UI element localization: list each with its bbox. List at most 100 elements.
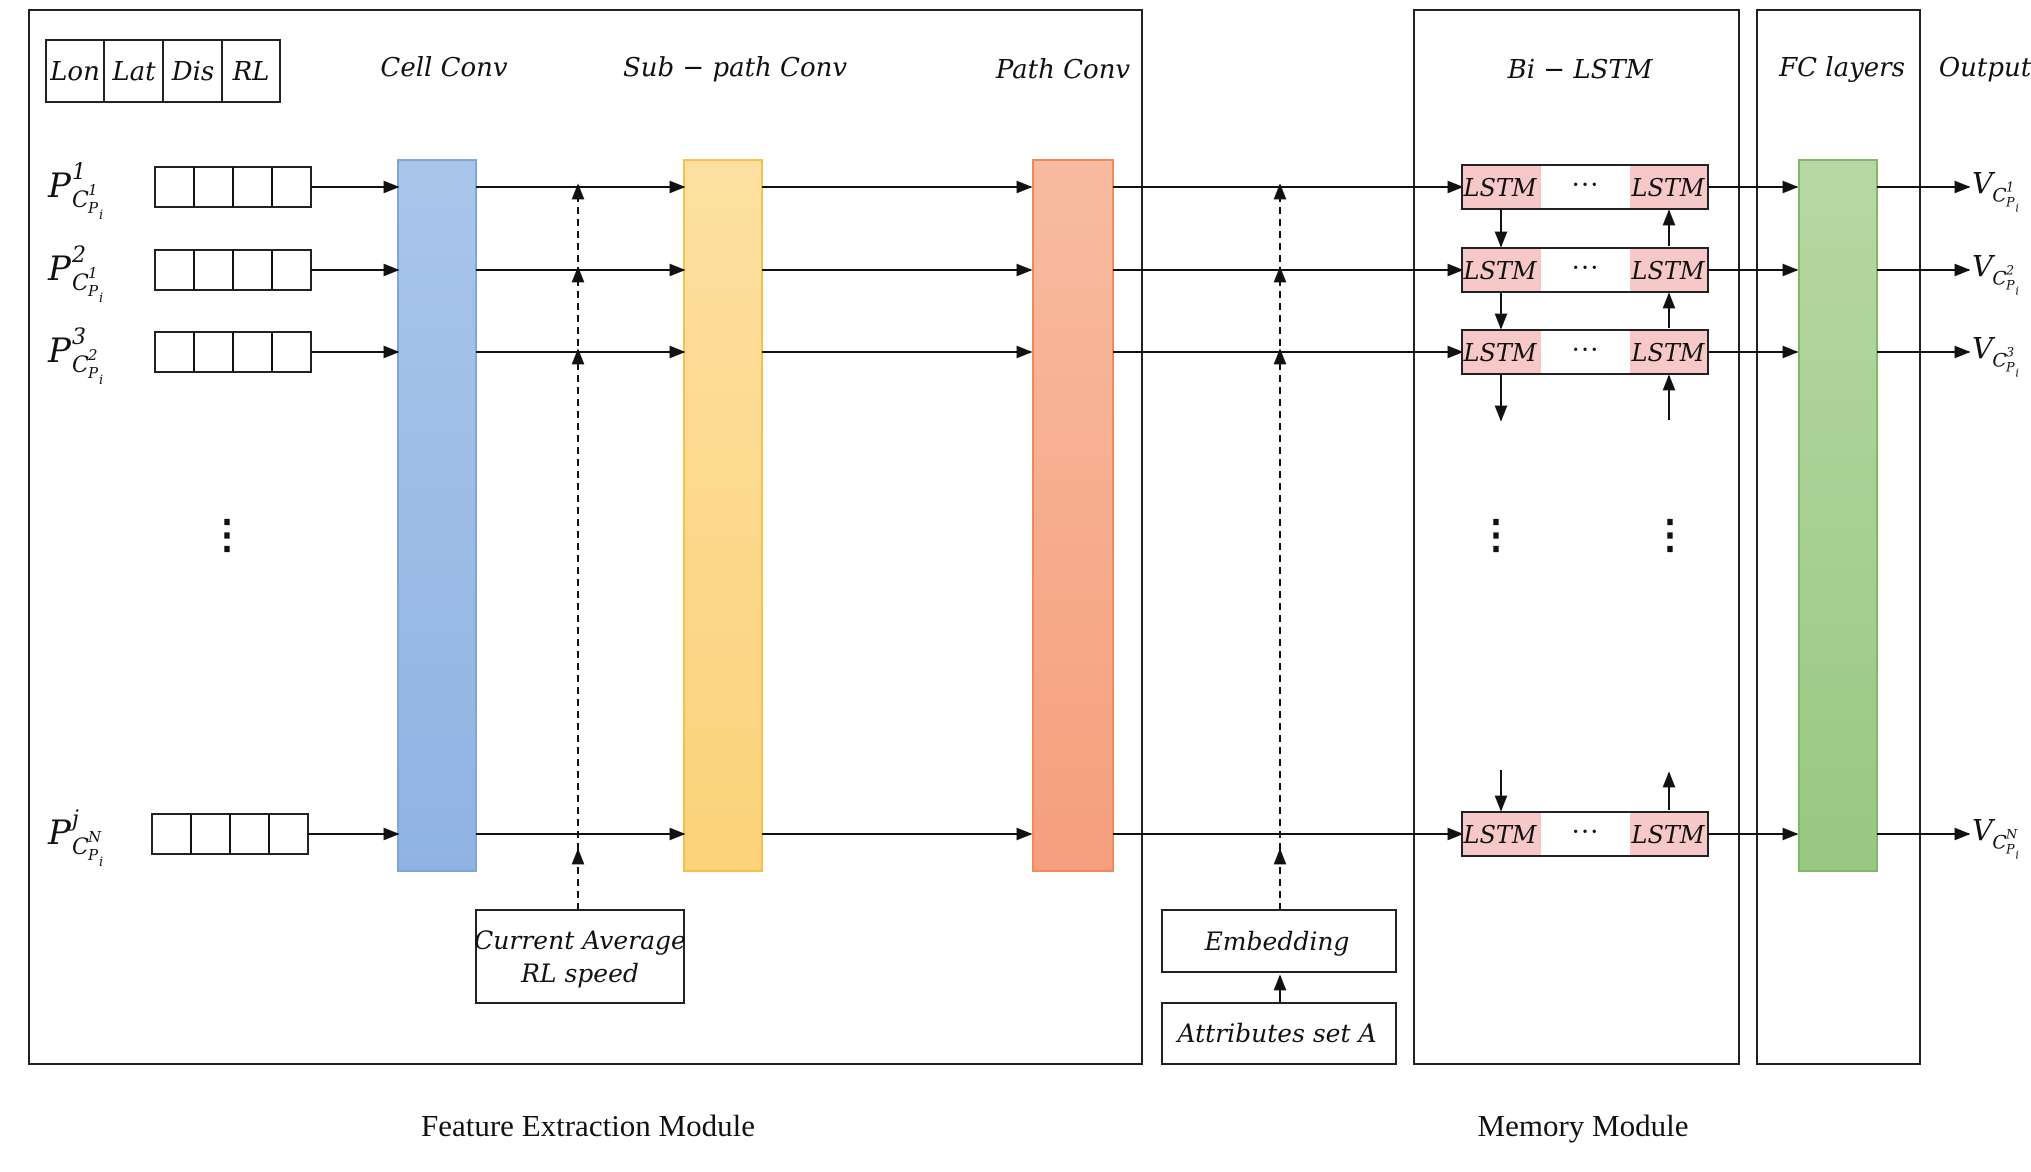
input-label-sub-sup: 1	[88, 181, 98, 199]
lstm-vertical-connections	[1494, 209, 1676, 812]
lstm-forward-label: LSTM	[1463, 339, 1538, 367]
lstm-ellipsis: ···	[1571, 335, 1599, 366]
lstm-forward-cell	[1463, 166, 1541, 208]
feature-extraction-frame	[28, 9, 1143, 1065]
input-label-sub-sub-sub: i	[99, 855, 103, 870]
side-input-arrowheads	[571, 183, 1287, 865]
path-conv-layer	[1032, 159, 1114, 872]
fc-layers-title: FC layers	[1778, 53, 1905, 83]
input-vdots: ⋮	[207, 512, 247, 557]
input-label-sub: C	[72, 353, 89, 378]
output-label-sub-sup: 1	[2006, 180, 2014, 195]
speed-box-line1: Current Average	[474, 926, 686, 955]
memory-module-caption: Memory Module	[1478, 1108, 1689, 1143]
input-label-sub-sub: P	[87, 282, 99, 300]
lstm-backward-cell	[1630, 331, 1707, 373]
path-conv-title: Path Conv	[995, 55, 1131, 85]
output-label-sub-sub: P	[2005, 196, 2015, 211]
subpath-conv-title: Sub − path Conv	[623, 53, 847, 83]
field-rl: RL	[232, 57, 270, 87]
input-label-sub-sub: P	[87, 199, 99, 217]
field-lat: Lat	[111, 57, 156, 87]
cell-conv-layer	[397, 159, 477, 872]
lstm-forward-label: LSTM	[1463, 257, 1538, 285]
output-label-sub-sup: 3	[2006, 345, 2014, 360]
input-label-sub-sup: N	[87, 828, 102, 846]
output-label-sub: C	[1992, 833, 2006, 854]
input-label-base: P	[47, 813, 72, 853]
lstm-backward-cell	[1630, 813, 1707, 855]
lstm-backward-cell	[1630, 249, 1707, 291]
feature-module-caption: Feature Extraction Module	[421, 1108, 755, 1143]
input-label-sup: 3	[72, 325, 86, 350]
input-label-sub: C	[72, 835, 89, 860]
output-label-sub-sub: P	[2005, 843, 2015, 858]
field-header: Lon Lat Dis RL	[45, 39, 281, 103]
output-label-sub-sup: N	[2005, 827, 2018, 842]
output-label-base: V	[1972, 249, 1996, 283]
speed-box	[475, 909, 685, 1004]
lstm-forward-vdots: ⋮	[1476, 512, 1516, 557]
input-label-sup: 1	[72, 160, 86, 185]
fc-layers-frame	[1756, 9, 1921, 1065]
input-label-sub-sub: P	[87, 846, 99, 864]
lstm-row: LSTM LSTM ···	[1461, 811, 1709, 857]
input-label-sub-sup: 1	[88, 264, 98, 282]
output-label-base: V	[1972, 813, 1996, 847]
output-label-sub-sub-sub: i	[2015, 849, 2019, 862]
lstm-backward-label: LSTM	[1631, 821, 1706, 849]
bilstm-title: Bi − LSTM	[1507, 55, 1654, 85]
output-label-sub-sub-sub: i	[2015, 285, 2019, 298]
field-lon: Lon	[49, 57, 100, 87]
output-title: Output	[1939, 53, 2031, 83]
output-label-sub-sub-sub: i	[2015, 202, 2019, 215]
subpath-conv-layer	[683, 159, 763, 872]
lstm-forward-label: LSTM	[1463, 174, 1538, 202]
input-label-sub-sup: 2	[87, 346, 98, 364]
input-label-sub: C	[72, 271, 89, 296]
embedding-label: Embedding	[1204, 927, 1350, 956]
output-label-sub-sub-sub: i	[2015, 367, 2019, 380]
memory-module-frame	[1413, 9, 1740, 1065]
input-label-base: P	[47, 166, 72, 206]
lstm-backward-label: LSTM	[1631, 339, 1706, 367]
lstm-backward-label: LSTM	[1631, 174, 1706, 202]
output-label-sub-sub: P	[2005, 361, 2015, 376]
lstm-forward-cell	[1463, 249, 1541, 291]
lstm-ellipsis: ···	[1571, 817, 1599, 848]
input-label-sub-sub-sub: i	[99, 373, 103, 388]
field-dis: Dis	[171, 57, 215, 87]
input-label-base: P	[47, 249, 72, 289]
speed-box-line2: RL speed	[520, 959, 639, 988]
lstm-forward-label: LSTM	[1463, 821, 1538, 849]
input-label-sub-sub: P	[87, 364, 99, 382]
lstm-row: LSTM LSTM ···	[1461, 329, 1709, 375]
output-label-sub-sub: P	[2005, 279, 2015, 294]
output-label-sub: C	[1992, 351, 2006, 372]
lstm-backward-label: LSTM	[1631, 257, 1706, 285]
lstm-backward-cell	[1630, 166, 1707, 208]
fc-layers-block	[1798, 159, 1878, 872]
input-label-sub-sub-sub: i	[99, 291, 103, 306]
lstm-row: LSTM LSTM ···	[1461, 164, 1709, 210]
lstm-forward-cell	[1463, 813, 1541, 855]
input-label-sub-sub-sub: i	[99, 208, 103, 223]
output-label-base: V	[1972, 331, 1996, 365]
attributes-label: Attributes set A	[1175, 1019, 1376, 1048]
lstm-backward-vdots: ⋮	[1650, 512, 1690, 557]
output-label-base: V	[1972, 166, 1996, 200]
input-label-sup: 2	[71, 243, 86, 268]
output-label-sub: C	[1992, 269, 2006, 290]
lstm-forward-cell	[1463, 331, 1541, 373]
input-label-sub: C	[72, 188, 89, 213]
output-label-sub: C	[1992, 186, 2006, 207]
lstm-ellipsis: ···	[1571, 170, 1599, 201]
cell-conv-title: Cell Conv	[380, 53, 507, 83]
